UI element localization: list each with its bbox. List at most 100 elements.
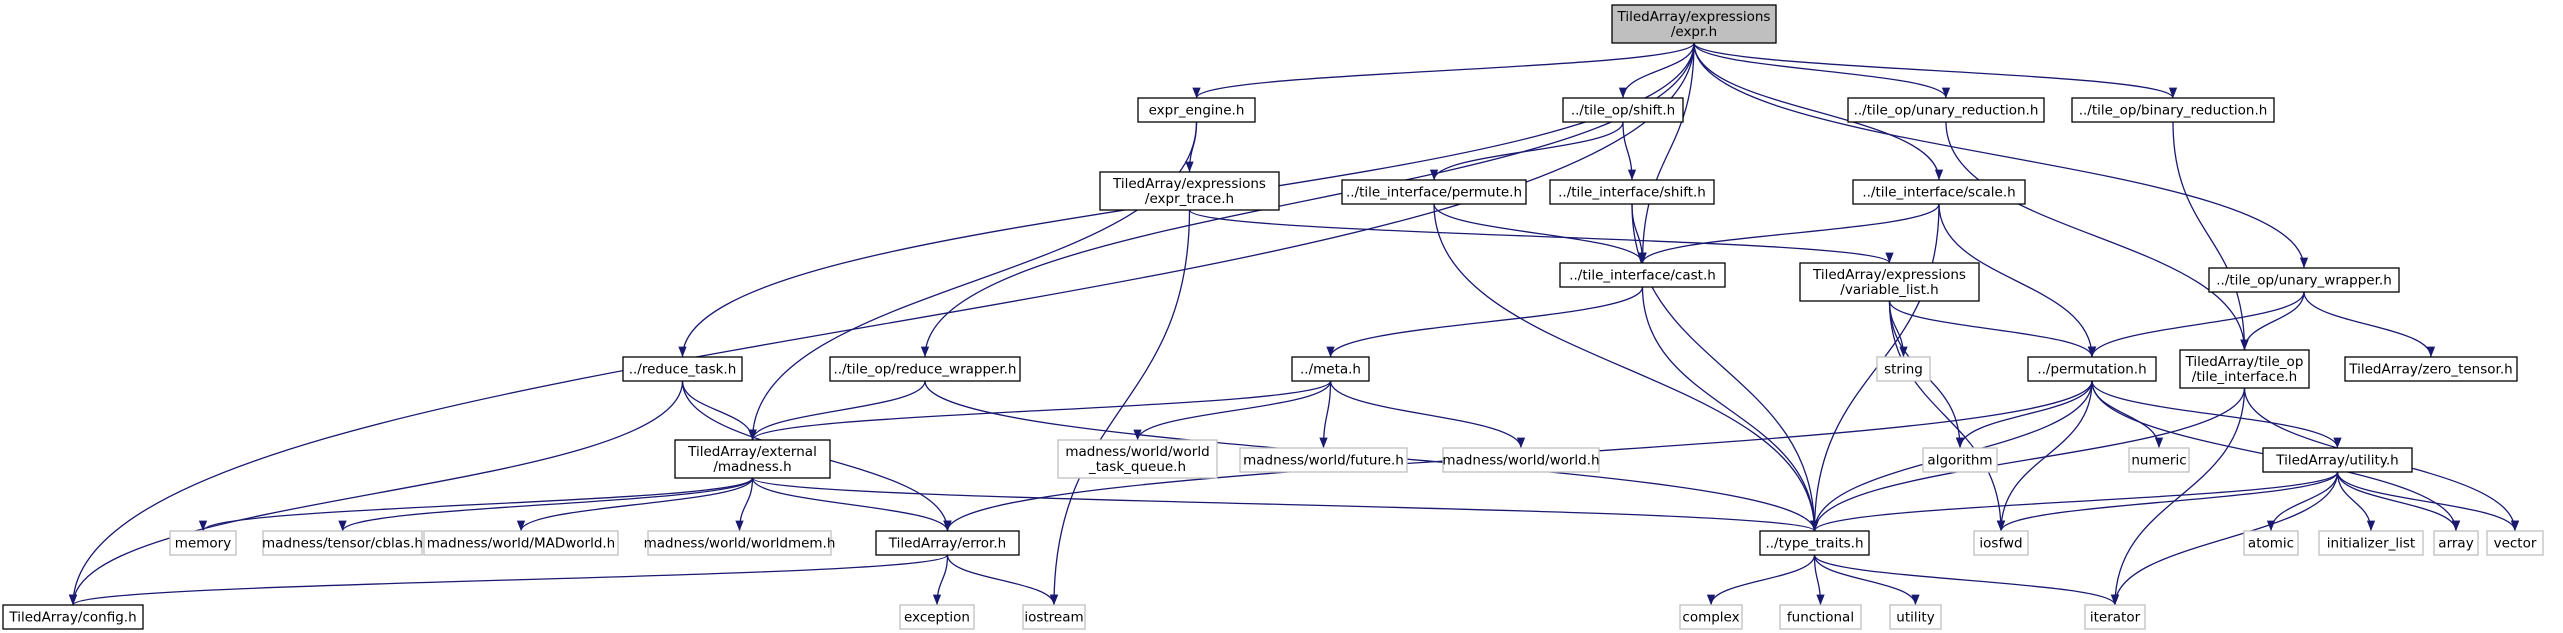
node-box — [1057, 439, 1218, 479]
edge-expr_trace-to-variable_list — [1188, 209, 1894, 264]
edge-ti_scale-to-ti_cast — [1638, 203, 1940, 264]
node-reduce-wrapper[interactable]: ../tile_op/reduce_wrapper.h — [829, 356, 1021, 382]
node-label-line: TiledArray/tile_op — [2185, 354, 2304, 370]
edge-expr-to-shift — [1618, 42, 1695, 99]
node-label-line: iterator — [2090, 610, 2141, 626]
node-box — [1137, 97, 1256, 123]
edge-meta-to-world_task_queue — [1133, 380, 1332, 441]
edge-shift-to-ti_permute — [1429, 121, 1624, 181]
node-tile-interface[interactable]: TiledArray/tile_op/tile_interface.h — [2179, 349, 2310, 389]
node-label-line: madness/world/MADworld.h — [427, 536, 616, 552]
node-box — [1847, 97, 2045, 123]
edge-reduce_wrapper-to-madness_ext — [748, 380, 926, 441]
node-label-line: ../tile_op/reduce_wrapper.h — [834, 362, 1017, 378]
node-expr-trace[interactable]: TiledArray/expressions/expr_trace.h — [1099, 171, 1280, 211]
node-box — [1799, 262, 1980, 302]
node-meta[interactable]: ../meta.h — [1291, 356, 1370, 382]
node-box — [1562, 97, 1684, 123]
node-functional: functional — [1779, 604, 1862, 630]
node-label-line: ../tile_op/shift.h — [1571, 103, 1675, 119]
node-box — [1239, 447, 1408, 473]
node-error[interactable]: TiledArray/error.h — [875, 530, 1020, 556]
edge-error-to-config — [69, 554, 949, 606]
edge-shift-to-ti_shift — [1622, 121, 1637, 181]
node-label-line: TiledArray/utility.h — [2275, 453, 2398, 469]
node-box — [169, 530, 237, 556]
node-box — [1559, 262, 1726, 288]
node-expr[interactable]: TiledArray/expressions/expr.h — [1611, 4, 1777, 44]
node-label-line: vector — [2494, 536, 2537, 552]
node-box — [1876, 356, 1931, 382]
node-numeric: numeric — [2128, 447, 2190, 473]
node-binary-reduction[interactable]: ../tile_op/binary_reduction.h — [2071, 97, 2275, 123]
edge-ti_scale-to-permutation — [1938, 203, 2097, 358]
node-type-traits[interactable]: ../type_traits.h — [1759, 530, 1870, 556]
edge-utility_h-to-type_traits — [1810, 471, 2339, 532]
node-box — [1341, 179, 1527, 205]
node-label-line: string — [1884, 362, 1923, 378]
node-label-line: iosfwd — [1979, 536, 2022, 552]
edge-ti_cast-to-type_traits — [1641, 286, 1819, 532]
node-label-line: madness/world/world.h — [1442, 453, 1599, 469]
node-shift[interactable]: ../tile_op/shift.h — [1562, 97, 1684, 123]
node-box — [622, 356, 743, 382]
node-worldmem: madness/world/worldmem.h — [644, 530, 835, 556]
node-box — [2433, 530, 2479, 556]
edge-utility_h-to-vector — [2336, 471, 2520, 532]
node-label-line: complex — [1682, 610, 1739, 626]
node-label-line: ../tile_op/unary_reduction.h — [1854, 103, 2039, 119]
edge-permutation-to-algorithm — [1955, 380, 2093, 449]
node-label-line: TiledArray/expressions — [1112, 176, 1266, 192]
edge-error-to-iostream — [946, 554, 1059, 606]
node-box — [2318, 530, 2424, 556]
node-zero-tensor[interactable]: TiledArray/zero_tensor.h — [2344, 356, 2518, 382]
node-label-line: TiledArray/config.h — [8, 610, 136, 626]
node-label-line: ../tile_op/unary_wrapper.h — [2216, 273, 2392, 289]
node-box — [1442, 447, 1600, 473]
node-ti-permute[interactable]: ../tile_interface/permute.h — [1341, 179, 1527, 205]
node-label-line: ../reduce_task.h — [629, 362, 737, 378]
edge-error-to-exception — [932, 554, 949, 606]
node-utility-h[interactable]: TiledArray/utility.h — [2262, 447, 2413, 473]
node-world-world: madness/world/world.h — [1442, 447, 1600, 473]
node-ti-scale[interactable]: ../tile_interface/scale.h — [1852, 179, 2026, 205]
node-array: array — [2433, 530, 2479, 556]
node-label-line: atomic — [2248, 536, 2294, 552]
node-box — [2027, 356, 2157, 382]
node-unary-reduction[interactable]: ../tile_op/unary_reduction.h — [1847, 97, 2045, 123]
edge-expr-to-unary_wrapper — [1693, 42, 2309, 269]
node-box — [674, 439, 831, 479]
node-config[interactable]: TiledArray/config.h — [2, 604, 144, 630]
edge-permutation-to-utility_h — [2091, 380, 2342, 449]
node-box — [2071, 97, 2275, 123]
edge-ti_permute-to-type_traits — [1433, 203, 1819, 532]
node-expr-engine[interactable]: expr_engine.h — [1137, 97, 1256, 123]
edge-meta-to-world_future — [1319, 380, 1332, 449]
nodes-layer: TiledArray/expressions/expr.h expr_engine… — [2, 4, 2544, 630]
edge-madness_ext-to-cblas — [338, 477, 754, 532]
node-madness-ext[interactable]: TiledArray/external/madness.h — [674, 439, 831, 479]
edge-expr-to-binary_reduction — [1693, 42, 2177, 99]
node-variable-list[interactable]: TiledArray/expressions/variable_list.h — [1799, 262, 1980, 302]
node-label-line: ../type_traits.h — [1765, 536, 1863, 552]
node-madworld: madness/world/MADworld.h — [423, 530, 619, 556]
node-label-line: /expr.h — [1671, 24, 1717, 40]
node-box — [2208, 267, 2400, 293]
node-permutation[interactable]: ../permutation.h — [2027, 356, 2157, 382]
node-label-line: _task_queue.h — [1088, 459, 1186, 475]
node-box — [647, 530, 832, 556]
node-unary-wrapper[interactable]: ../tile_op/unary_wrapper.h — [2208, 267, 2400, 293]
edge-variable_list-to-iosfwd — [1888, 300, 2006, 532]
node-complex: complex — [1679, 604, 1743, 630]
node-ti-cast[interactable]: ../tile_interface/cast.h — [1559, 262, 1726, 288]
node-label-line: TiledArray/error.h — [888, 536, 1006, 552]
edge-unary_wrapper-to-tile_interface — [2240, 291, 2305, 351]
edge-unary_wrapper-to-permutation — [2087, 291, 2305, 358]
node-box — [262, 530, 423, 556]
edge-tile_interface-to-iterator — [2110, 387, 2246, 606]
edge-meta-to-world_world — [1329, 380, 1526, 449]
node-box — [1549, 179, 1715, 205]
node-reduce-task[interactable]: ../reduce_task.h — [622, 356, 743, 382]
node-ti-shift[interactable]: ../tile_interface/shift.h — [1549, 179, 1715, 205]
